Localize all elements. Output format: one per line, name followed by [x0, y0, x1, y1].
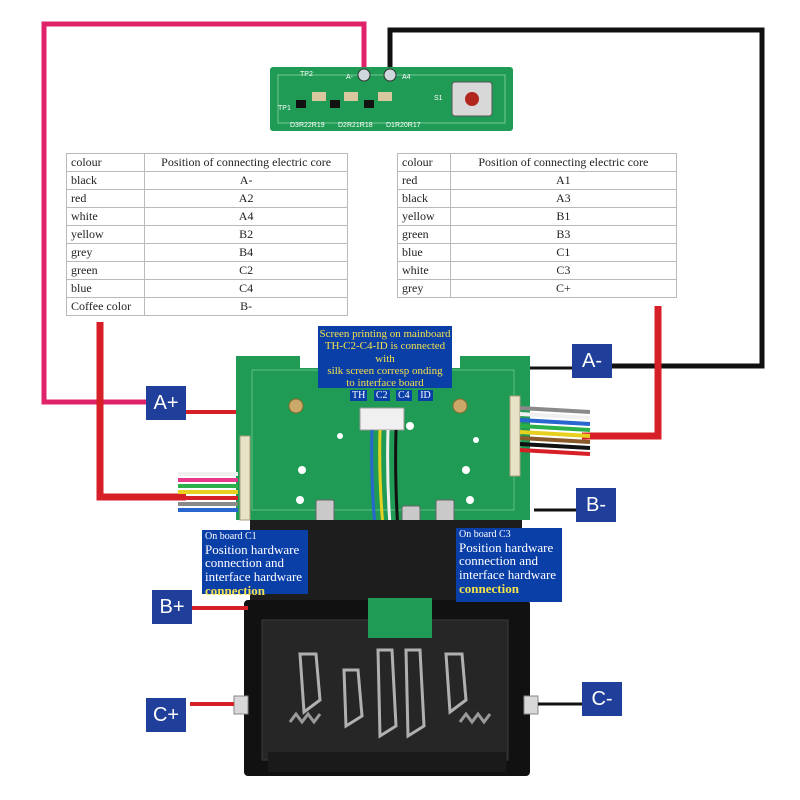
small-board-d2: D2R21R18	[338, 122, 373, 129]
core-position-cell: B2	[144, 225, 348, 244]
badge-b-plus: B+	[152, 590, 192, 624]
right-color-table: colour Position of connecting electric c…	[397, 153, 678, 298]
note-c3: On board C3 Position hardware connection…	[456, 528, 562, 602]
wire-colour-cell: white	[65, 207, 146, 226]
red-wire-right	[582, 306, 662, 440]
table-header-row: colour Position of connecting electric c…	[397, 153, 678, 172]
core-position-cell: B4	[144, 243, 348, 262]
badge-a-minus: A-	[572, 344, 612, 378]
wire-colour-cell: blue	[65, 279, 146, 298]
harness-left	[178, 472, 238, 512]
core-position-cell: A-	[144, 171, 348, 190]
wire-colour-cell: black	[397, 189, 451, 208]
small-board-d3: D3R22R19	[290, 122, 325, 129]
wire-colour-cell: grey	[397, 279, 451, 298]
small-board-a-minus: A-	[346, 74, 354, 81]
note-c3-line2: connection and	[459, 553, 539, 569]
core-position-cell: C1	[449, 243, 678, 262]
core-position-cell: C2	[144, 261, 348, 280]
core-position-cell: C+	[449, 279, 678, 298]
screen-note-line4: to interface board	[346, 377, 424, 390]
table-header-position: Position of connecting electric core	[144, 153, 348, 172]
black-wire	[387, 27, 765, 369]
wire-colour-cell: white	[397, 261, 451, 280]
left-color-table: colour Position of connecting electric c…	[65, 153, 348, 316]
small-board-a4: A4	[402, 74, 411, 81]
screen-note-line3: silk screen corresp onding	[327, 364, 443, 377]
core-position-cell: B3	[449, 225, 678, 244]
small-board	[270, 67, 513, 131]
table-header-colour: colour	[65, 153, 146, 172]
wire-colour-cell: red	[397, 171, 451, 190]
pin-tag-id: ID	[418, 390, 433, 401]
note-c1-line3: interface hardware	[205, 568, 303, 584]
note-c1-line1: Position hardware	[205, 541, 300, 557]
badge-b-minus: B-	[576, 488, 616, 522]
screen-printing-note: Screen printing on mainboard TH-C2-C4-ID…	[318, 326, 452, 390]
pin-tag-c2: C2	[373, 390, 390, 401]
pink-wire	[41, 21, 367, 405]
badge-a-plus: A+	[146, 386, 186, 420]
wire-colour-cell: green	[397, 225, 451, 244]
wire-colour-cell: red	[65, 189, 146, 208]
wire-colour-cell: black	[65, 171, 146, 190]
table-header-position: Position of connecting electric core	[449, 153, 678, 172]
screen-note-line2: TH-C2-C4-ID is connected with	[324, 340, 446, 365]
note-c3-line1: Position hardware	[459, 539, 554, 555]
harness-right	[519, 406, 591, 456]
note-c1: On board C1 Position hardware connection…	[202, 530, 308, 598]
core-position-cell: B-	[144, 297, 348, 316]
small-board-d1: D1R20R17	[386, 122, 421, 129]
wire-colour-cell: Coffee color	[65, 297, 146, 316]
core-position-cell: C3	[449, 261, 678, 280]
table-header-row: colour Position of connecting electric c…	[65, 153, 348, 172]
wire-colour-cell: blue	[397, 243, 451, 262]
wire-colour-cell: grey	[65, 243, 146, 262]
screen-note-line1: Screen printing on mainboard	[319, 328, 451, 340]
small-board-tp1: TP1	[278, 105, 291, 112]
small-board-s1: S1	[434, 95, 443, 102]
note-c3-line3: interface hardware	[459, 566, 557, 582]
note-c1-title: On board C1	[205, 531, 257, 542]
core-position-cell: A3	[449, 189, 678, 208]
wire-colour-cell: yellow	[65, 225, 146, 244]
core-position-cell: A2	[144, 189, 348, 208]
table-header-colour: colour	[397, 153, 451, 172]
badge-c-plus: C+	[146, 698, 186, 732]
small-board-tp2: TP2	[300, 71, 313, 78]
core-position-cell: A1	[449, 171, 678, 190]
pin-tags: TH C2 C4 ID	[350, 390, 437, 401]
pin-tag-th: TH	[350, 390, 368, 401]
badge-c-minus: C-	[582, 682, 622, 716]
wire-colour-cell: green	[65, 261, 146, 280]
core-position-cell: C4	[144, 279, 348, 298]
pin-tag-c4: C4	[396, 390, 412, 401]
core-position-cell: A4	[144, 207, 348, 226]
note-c3-title: On board C3	[459, 529, 511, 540]
wire-colour-cell: yellow	[397, 207, 451, 226]
note-c1-line4: connection	[205, 583, 265, 599]
red-wire-left	[96, 322, 186, 501]
core-position-cell: B1	[449, 207, 678, 226]
note-c1-line2: connection and	[205, 555, 285, 571]
note-c3-line4: connection	[459, 581, 519, 597]
